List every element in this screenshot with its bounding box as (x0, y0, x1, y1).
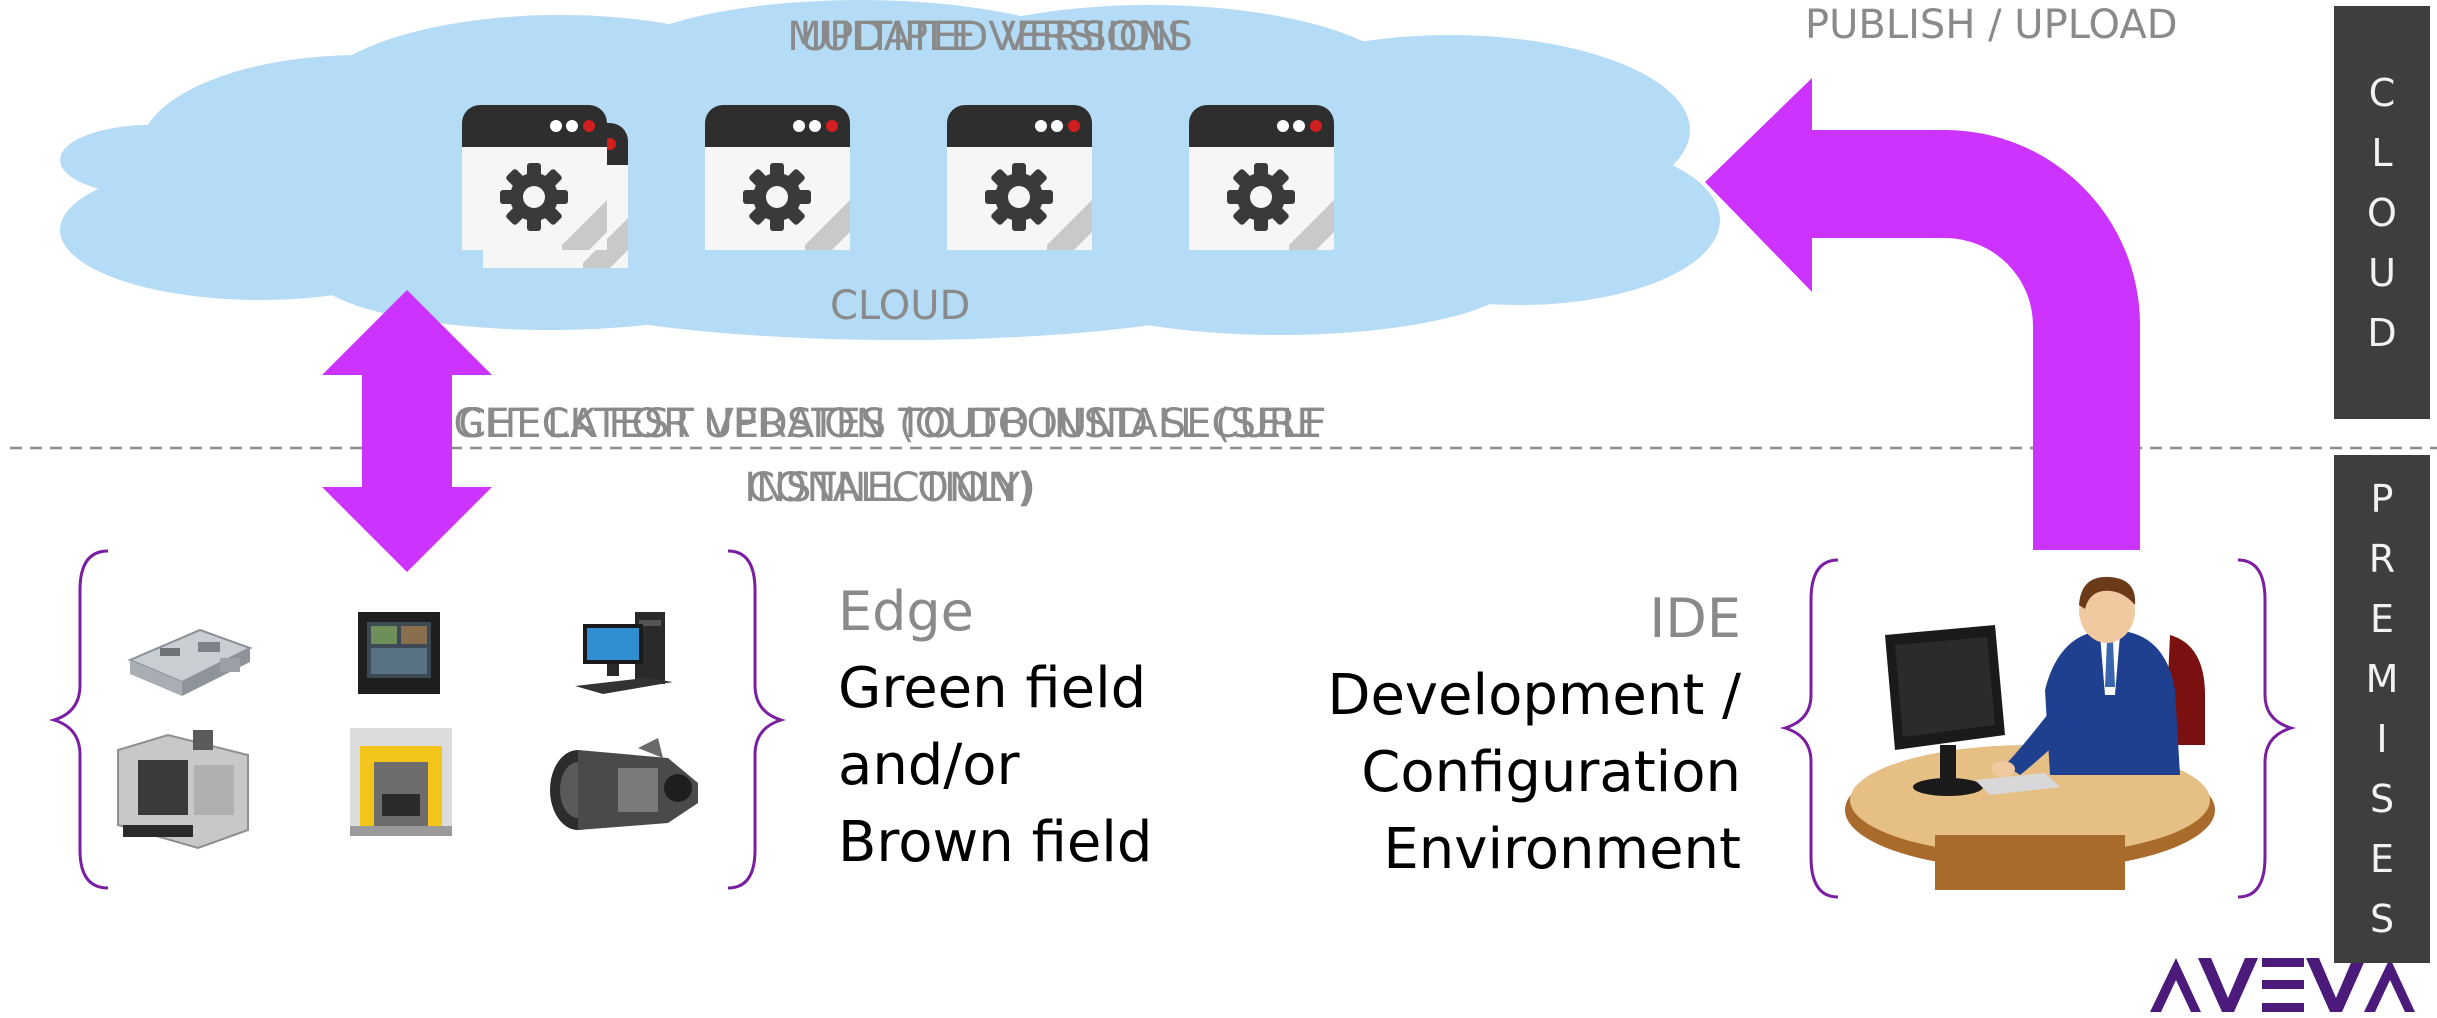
edge-line-2: and/or (838, 733, 1020, 798)
developer-at-desk-icon (1845, 576, 2215, 890)
side-letter: R (2368, 537, 2396, 581)
desktop-pc-icon (575, 612, 673, 694)
side-letter: M (2365, 657, 2399, 701)
check-updates-label: CHECK FOR UPDATES (OUTBOUND SECURE CONNE… (458, 401, 1322, 511)
side-letter: L (2371, 130, 2393, 175)
publish-upload-label: PUBLISH / UPLOAD (1805, 2, 2178, 48)
side-letter: P (2370, 477, 2394, 521)
edge-line-3: Brown field (838, 810, 1153, 875)
aveva-logo-icon (2150, 958, 2415, 1012)
cloud-side-label: C L O U D (2334, 6, 2430, 419)
side-letter: E (2369, 837, 2394, 881)
side-letter: I (2376, 717, 2388, 761)
ide-title: IDE (1649, 587, 1741, 650)
side-letter: U (2368, 250, 2396, 295)
gear-app-window-icon (947, 105, 1092, 250)
gear-app-window-icon (462, 105, 607, 250)
ide-bracket (1779, 558, 2297, 899)
edge-line-1: Green field (838, 656, 1147, 721)
gear-app-window-icon (705, 105, 850, 250)
publish-upload-arrow (1705, 78, 2140, 550)
side-letter: S (2369, 777, 2395, 821)
side-letter: D (2367, 310, 2397, 355)
turbine-engine-icon (550, 738, 698, 830)
hmi-panel-icon (358, 612, 440, 694)
side-letter: O (2367, 190, 2397, 235)
updated-version-label: UPDATED VERSION (800, 14, 1180, 60)
cloud-label: CLOUD (830, 283, 971, 329)
side-letter: E (2369, 597, 2394, 641)
gear-app-window-icon (1189, 105, 1334, 250)
edge-title: Edge (838, 580, 974, 643)
get-latest-version-label: GET LATEST VERSION TO DO INSTALL (SELF I… (453, 401, 1327, 511)
side-letter: C (2368, 70, 2396, 115)
multiple-versions-label: MULTIPLE VERSIONS (787, 14, 1193, 60)
cnc-machine-icon (117, 730, 249, 850)
edge-device-bracket (48, 549, 787, 890)
car-wash-icon (350, 728, 452, 836)
ide-line-1: Development / (1327, 663, 1741, 728)
sync-double-arrow (322, 290, 492, 572)
premises-side-label: P R E M I S E S (2334, 455, 2430, 963)
side-letter: S (2369, 897, 2395, 941)
ide-line-2: Configuration (1361, 740, 1741, 805)
ide-line-3: Environment (1383, 817, 1741, 882)
raspberry-pi-icon (127, 628, 253, 696)
